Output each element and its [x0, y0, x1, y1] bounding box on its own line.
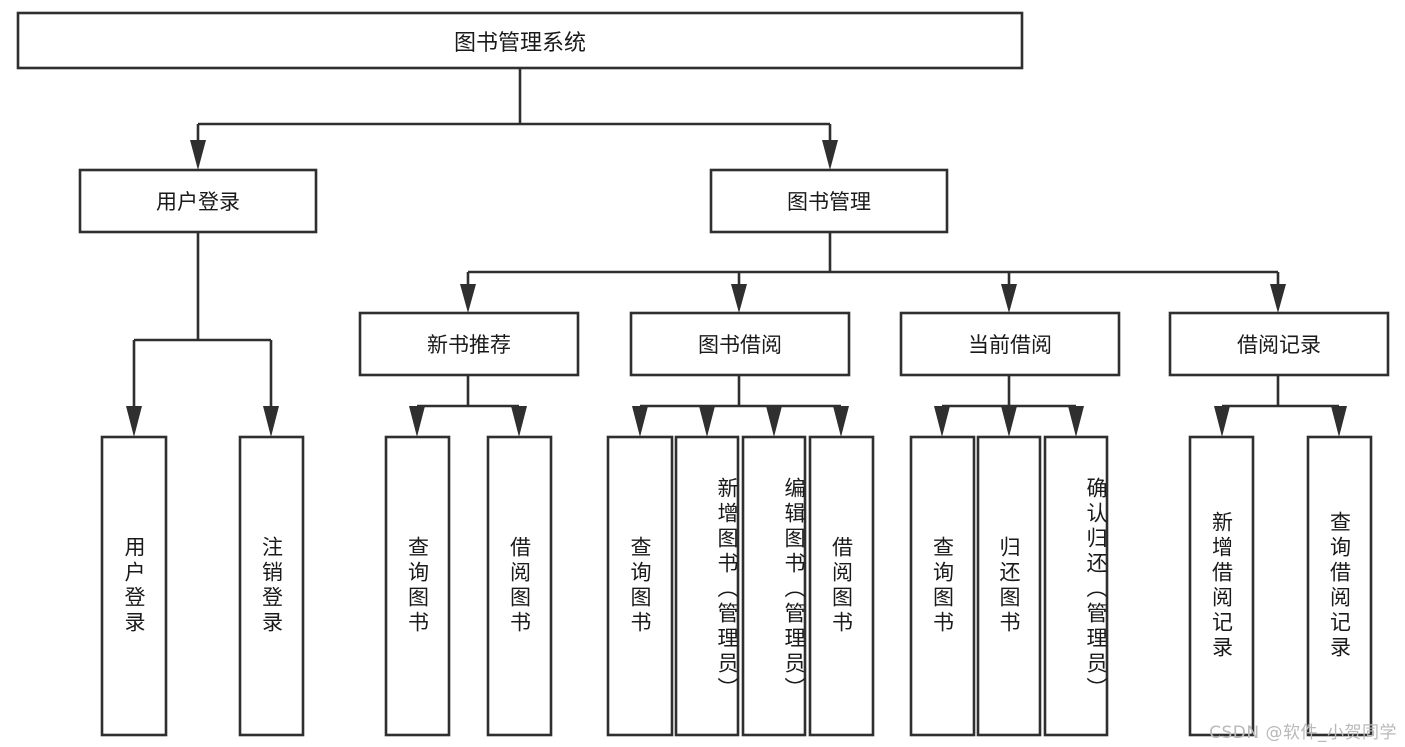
arrow-head-icon	[1270, 284, 1286, 313]
connector-currentborrow-to-leaves	[934, 375, 1084, 437]
node-book-borrow[interactable]	[629, 311, 851, 377]
node-root-system[interactable]	[16, 11, 1024, 70]
arrow-head-icon	[1214, 406, 1230, 437]
leaf-return-book[interactable]	[976, 435, 1042, 737]
arrow-head-icon	[511, 406, 527, 437]
leaf-add-book-admin[interactable]	[674, 435, 740, 737]
connector-bookborrow-to-leaves	[632, 375, 849, 437]
arrow-head-icon	[126, 406, 142, 437]
leaf-borrow-book[interactable]	[808, 435, 875, 737]
connector-root-to-level2	[190, 68, 838, 170]
arrow-head-icon	[766, 406, 782, 437]
leaf-add-borrow-record[interactable]	[1188, 435, 1255, 737]
leaf-logout-login[interactable]	[238, 435, 305, 737]
leaf-borrow-book-recommend[interactable]	[486, 435, 553, 737]
leaf-edit-book-admin[interactable]	[741, 435, 807, 737]
arrow-head-icon	[833, 406, 849, 437]
node-book-management[interactable]	[709, 168, 949, 234]
node-current-borrow[interactable]	[899, 311, 1121, 377]
node-borrow-records[interactable]	[1168, 311, 1390, 377]
arrow-head-icon	[632, 406, 648, 437]
connector-bookmgmt-to-level3	[460, 232, 1286, 313]
arrow-head-icon	[822, 140, 838, 170]
leaf-user-login[interactable]	[100, 435, 168, 737]
arrow-head-icon	[934, 406, 950, 437]
arrow-head-icon	[1331, 406, 1347, 437]
watermark-text: CSDN @软件_小贺同学	[1209, 723, 1397, 743]
leaf-query-book-borrow[interactable]	[606, 435, 674, 737]
arrow-head-icon	[1001, 284, 1017, 313]
arrow-head-icon	[1001, 406, 1017, 437]
arrow-head-icon	[190, 140, 206, 170]
arrow-head-icon	[699, 406, 715, 437]
connector-borrowrecord-to-leaves	[1214, 375, 1347, 437]
arrow-head-icon	[731, 284, 747, 313]
arrow-head-icon	[460, 284, 476, 313]
leaf-query-borrow-record[interactable]	[1306, 435, 1373, 737]
leaf-confirm-return-admin[interactable]	[1043, 435, 1109, 737]
leaf-query-book-current[interactable]	[909, 435, 976, 737]
arrow-head-icon	[1068, 406, 1084, 437]
leaf-query-book-recommend[interactable]	[384, 435, 451, 737]
connector-newbook-to-leaves	[409, 375, 527, 437]
arrow-head-icon	[263, 406, 279, 437]
node-new-book-recommend[interactable]	[358, 311, 580, 377]
node-user-login[interactable]	[78, 168, 318, 234]
connector-userlogin-to-leaves	[126, 232, 279, 437]
arrow-head-icon	[409, 406, 425, 437]
